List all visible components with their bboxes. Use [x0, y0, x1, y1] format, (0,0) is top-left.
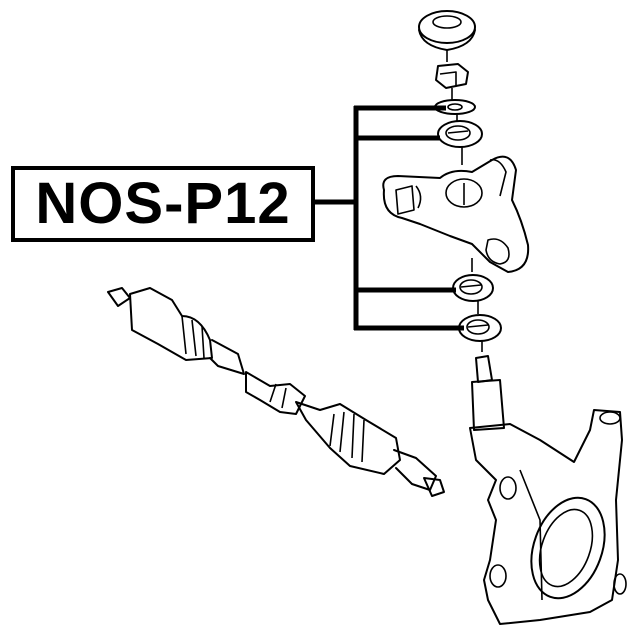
upper-bushing-drawing: [437, 120, 483, 165]
upper-control-arm-drawing: [382, 155, 530, 273]
callout-bracket: [312, 105, 464, 331]
part-number-label: NOS-P12: [35, 171, 291, 236]
part-number-label-box: NOS-P12: [11, 166, 315, 242]
steering-knuckle-drawing: [469, 355, 627, 625]
lock-nut-drawing: [435, 63, 469, 100]
lower-bushing-2-drawing: [458, 314, 502, 352]
washer-drawing: [434, 99, 476, 122]
lower-bushing-1-drawing: [452, 274, 494, 314]
drive-shaft-drawing: [107, 287, 445, 497]
strut-mount-cap-drawing: [418, 10, 476, 62]
